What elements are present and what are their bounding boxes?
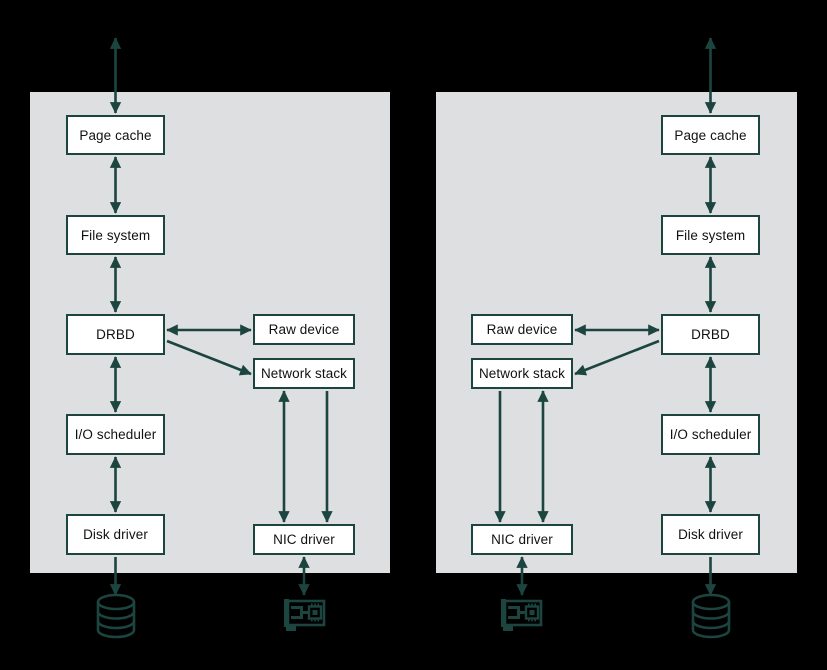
node-label: Page cache <box>674 127 747 143</box>
node-r-file-system[interactable]: File system <box>661 215 760 255</box>
node-r-drbd[interactable]: DRBD <box>661 314 760 355</box>
node-label: NIC driver <box>273 532 335 547</box>
node-l-network-stack[interactable]: Network stack <box>253 358 355 389</box>
node-label: Network stack <box>260 366 348 381</box>
node-l-io-scheduler[interactable]: I/O scheduler <box>66 414 165 455</box>
node-r-raw-device[interactable]: Raw device <box>471 314 573 345</box>
node-label: Raw device <box>486 322 558 337</box>
node-label: Disk driver <box>83 527 148 542</box>
node-l-disk-driver[interactable]: Disk driver <box>66 514 165 555</box>
node-label: DRBD <box>691 327 730 342</box>
nic-card-icon <box>501 597 543 635</box>
nic-card-icon <box>284 597 326 635</box>
node-l-drbd[interactable]: DRBD <box>66 314 165 355</box>
node-r-page-cache[interactable]: Page cache <box>661 115 760 155</box>
node-l-raw-device[interactable]: Raw device <box>253 314 355 345</box>
node-label: File system <box>80 227 151 243</box>
node-r-io-scheduler[interactable]: I/O scheduler <box>661 414 760 455</box>
node-label: Disk driver <box>678 527 743 542</box>
node-l-nic-driver[interactable]: NIC driver <box>253 524 355 555</box>
node-r-disk-driver[interactable]: Disk driver <box>661 514 760 555</box>
disk-storage-icon <box>93 592 139 640</box>
node-label: File system <box>675 227 746 243</box>
node-label: I/O scheduler <box>669 427 752 442</box>
node-r-network-stack[interactable]: Network stack <box>471 358 573 389</box>
node-label: DRBD <box>96 327 135 342</box>
disk-storage-icon <box>688 592 734 640</box>
node-r-nic-driver[interactable]: NIC driver <box>471 524 573 555</box>
node-label: I/O scheduler <box>74 427 157 442</box>
node-l-page-cache[interactable]: Page cache <box>66 115 165 155</box>
node-label: Network stack <box>478 366 566 381</box>
node-label: Raw device <box>268 322 340 337</box>
node-label: Page cache <box>79 127 152 143</box>
node-label: NIC driver <box>491 532 553 547</box>
node-l-file-system[interactable]: File system <box>66 215 165 255</box>
